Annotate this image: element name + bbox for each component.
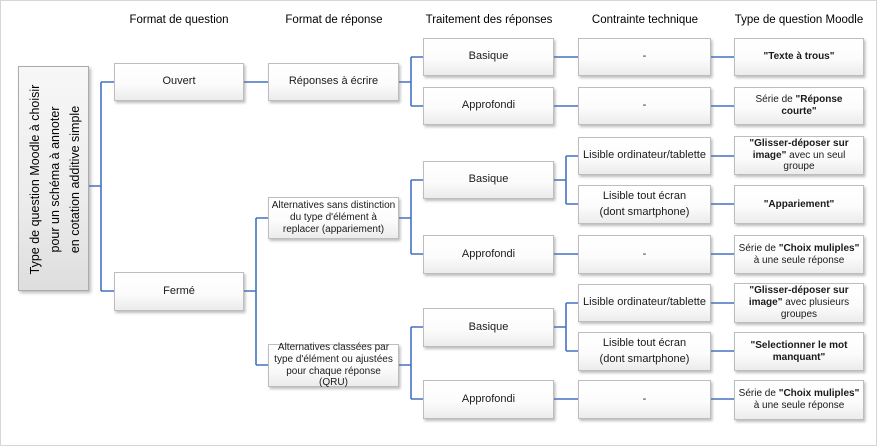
root-line-3: en cotation additive simple [67,105,82,254]
node-moodle-choix-multiples-2: Série de "Choix muliples" à une seule ré… [734,380,864,420]
node-reponses-a-ecrire: Réponses à écrire [268,63,399,101]
node-basique-2: Basique [423,161,554,199]
root-node-text: Type de question Moodle à choisir pour u… [19,67,90,292]
column-header-format-question: Format de question [129,14,229,26]
node-approfondi-1: Approfondi [423,87,554,125]
node-moodle-appariement: "Appariement" [734,185,864,224]
connector-appariement-branch [399,179,423,255]
column-header-format-reponse: Format de réponse [285,14,383,26]
node-ferme: Fermé [114,272,244,311]
node-moodle-selectionner-mot: "Selectionner le mot manquant" [734,332,864,371]
node-alternatives-appariement: Alternatives sans distinction du type d'… [268,197,399,239]
node-moodle-choix-multiples-1: Série de "Choix muliples" à une seule ré… [734,235,864,274]
lisible-tout-ecran-line-1: Lisible tout écran [602,190,687,203]
node-lisible-tout-ecran-1: Lisible tout écran (dont smartphone) [578,185,711,224]
column-header-contrainte: Contrainte technique [591,14,699,26]
node-contrainte-aucune-3: - [578,235,711,274]
node-lisible-ordinateur-1: Lisible ordinateur/tablette [578,137,711,175]
node-approfondi-2: Approfondi [423,235,554,274]
node-alternatives-qru: Alternatives classées par type d'élément… [268,342,399,388]
node-moodle-glisser-plusieurs-groupes: "Glisser-déposer sur image" avec plusieu… [734,283,864,323]
lisible-tout-ecran-line-2: (dont smartphone) [599,352,690,365]
node-ouvert: Ouvert [114,63,244,101]
root-line-1: Type de question Moodle à choisir [27,84,42,275]
node-contrainte-aucune-4: - [578,380,711,419]
node-moodle-glisser-un-groupe: "Glisser-déposer sur image" avec un seul… [734,136,864,175]
connector-qru-branch [399,326,423,400]
node-basique-1: Basique [423,38,554,76]
node-moodle-texte-a-trous: "Texte à trous" [734,38,864,76]
column-header-type-moodle: Type de question Moodle [734,14,864,26]
root-node: Type de question Moodle à choisir pour u… [18,66,89,291]
lisible-tout-ecran-line-2: (dont smartphone) [599,205,690,218]
column-header-traitement: Traitement des réponses [425,14,553,26]
node-moodle-reponse-courte: Série de "Réponse courte" [734,87,864,125]
node-contrainte-aucune-2: - [578,87,711,125]
node-lisible-ordinateur-2: Lisible ordinateur/tablette [578,284,711,322]
node-approfondi-3: Approfondi [423,380,554,419]
connector-ferme-branch [244,217,268,366]
root-line-2: pour un schéma à annoter [47,106,62,253]
node-basique-3: Basique [423,308,554,347]
lisible-tout-ecran-line-1: Lisible tout écran [602,337,687,350]
connector-root [89,81,114,292]
connector-basique3-branch [554,302,578,352]
node-lisible-tout-ecran-2: Lisible tout écran (dont smartphone) [578,332,711,371]
connector-basique2-branch [554,155,578,205]
node-contrainte-aucune-1: - [578,38,711,76]
